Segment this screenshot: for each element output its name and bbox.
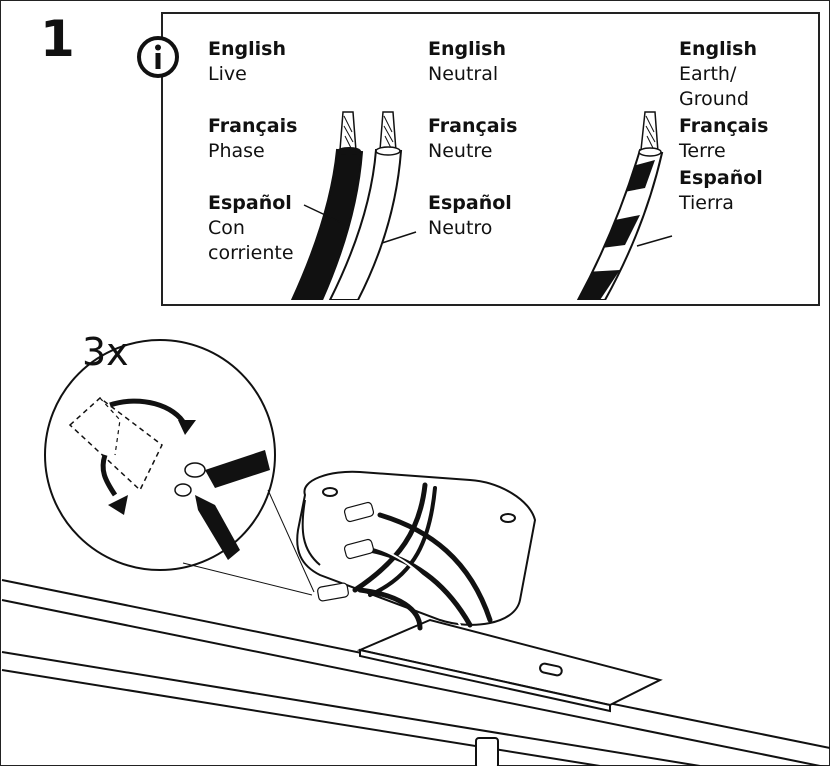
earth-english-term-line1: Earth/ <box>679 63 737 85</box>
french-lang-label: Français <box>428 115 518 137</box>
live-french-term: Phase <box>208 140 265 162</box>
neutral-label-group: English Neutral Français Neutre Español … <box>428 37 517 241</box>
magnifier-circle <box>44 339 276 571</box>
earth-english-term-line2: Ground <box>679 88 749 110</box>
magnified-connector <box>68 397 270 560</box>
wire-legend-box <box>161 12 820 306</box>
step-number: 1 <box>40 10 75 68</box>
earth-spanish-term: Tierra <box>679 192 734 214</box>
spanish-lang-label: Español <box>428 192 512 214</box>
live-spanish-term-line2: corriente <box>208 242 294 264</box>
earth-french-term: Terre <box>679 140 726 162</box>
mounting-plate <box>356 618 663 713</box>
neutral-french-term: Neutre <box>428 140 493 162</box>
spanish-lang-label: Español <box>679 167 763 189</box>
wire-connectors <box>317 501 375 602</box>
english-lang-label: English <box>208 38 286 60</box>
junction-box <box>296 470 537 626</box>
live-label-group: English Live Français Phase Español Con … <box>208 37 297 266</box>
pendant-stub <box>475 737 499 766</box>
box-wires <box>352 482 493 631</box>
neutral-spanish-term: Neutro <box>428 217 493 239</box>
spanish-lang-label: Español <box>208 192 292 214</box>
live-spanish-term-line1: Con <box>208 217 245 239</box>
quantity-label: 3x <box>82 330 129 374</box>
live-english-term: Live <box>208 63 247 85</box>
french-lang-label: Français <box>208 115 298 137</box>
live-wire <box>290 148 364 300</box>
neutral-english-term: Neutral <box>428 63 499 85</box>
info-icon <box>137 36 179 78</box>
neutral-wire <box>328 148 403 300</box>
english-lang-label: English <box>679 38 757 60</box>
english-lang-label: English <box>428 38 506 60</box>
earth-label-group: English Earth/ Ground Français Terre Esp… <box>679 37 768 216</box>
french-lang-label: Français <box>679 115 769 137</box>
